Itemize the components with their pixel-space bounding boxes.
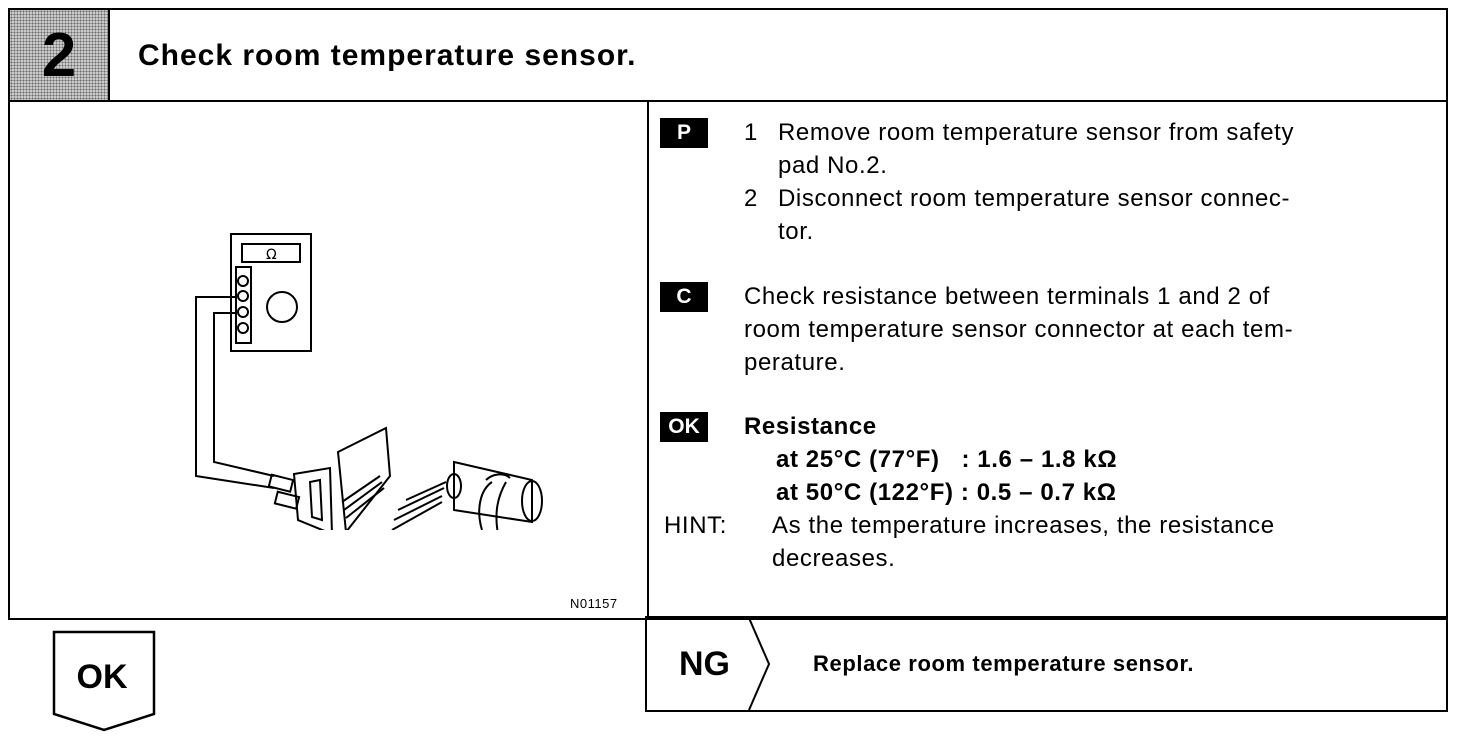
ng-result-box: NG Replace room temperature sensor. [645, 616, 1448, 712]
ok-result-marker: OK [52, 630, 156, 732]
check-line1: Check resistance between terminals 1 and… [744, 283, 1270, 310]
prepare-step-2-number: 2 [744, 185, 758, 212]
prepare-step-2-line2: tor. [778, 218, 814, 245]
prepare-step-1-number: 1 [744, 119, 758, 146]
check-badge: C [660, 282, 708, 312]
ng-result-label: NG [679, 645, 730, 683]
ng-result-action: Replace room temperature sensor. [813, 651, 1195, 676]
prepare-step-1-line1: Remove room temperature sensor from safe… [778, 119, 1295, 146]
figure-code: N01157 [570, 596, 618, 611]
column-divider [647, 102, 649, 618]
hint-line2: decreases. [772, 545, 896, 572]
ohmmeter-icon [230, 233, 312, 352]
content-panel: Ω N01157 P 1 Remove [8, 100, 1448, 620]
check-line3: perature. [744, 349, 846, 376]
step-title: Check room temperature sensor. [138, 39, 637, 72]
hint-line1: As the temperature increases, the resist… [772, 512, 1275, 539]
step-number: 2 [41, 21, 77, 90]
resistance-spec-25c: at 25°C (77°F) : 1.6 – 1.8 kΩ [776, 446, 1118, 473]
hint-label: HINT: [664, 512, 727, 539]
prepare-badge: P [660, 118, 708, 148]
resistance-heading: Resistance [744, 413, 877, 440]
step-number-cell [10, 10, 110, 100]
ohmmeter-sensor-illustration: Ω [195, 233, 543, 530]
prepare-step-1-line2: pad No.2. [778, 152, 888, 179]
ok-result-label: OK [77, 658, 128, 696]
step-header: 2 Check room temperature sensor. [8, 8, 1448, 102]
meter-symbol: Ω [266, 247, 277, 263]
ok-spec-badge: OK [660, 412, 708, 442]
ng-arrow-divider [748, 618, 771, 710]
prepare-step-2-line1: Disconnect room temperature sensor conne… [778, 185, 1291, 212]
resistance-spec-50c: at 50°C (122°F) : 0.5 – 0.7 kΩ [776, 479, 1117, 506]
check-line2: room temperature sensor connector at eac… [744, 316, 1294, 343]
